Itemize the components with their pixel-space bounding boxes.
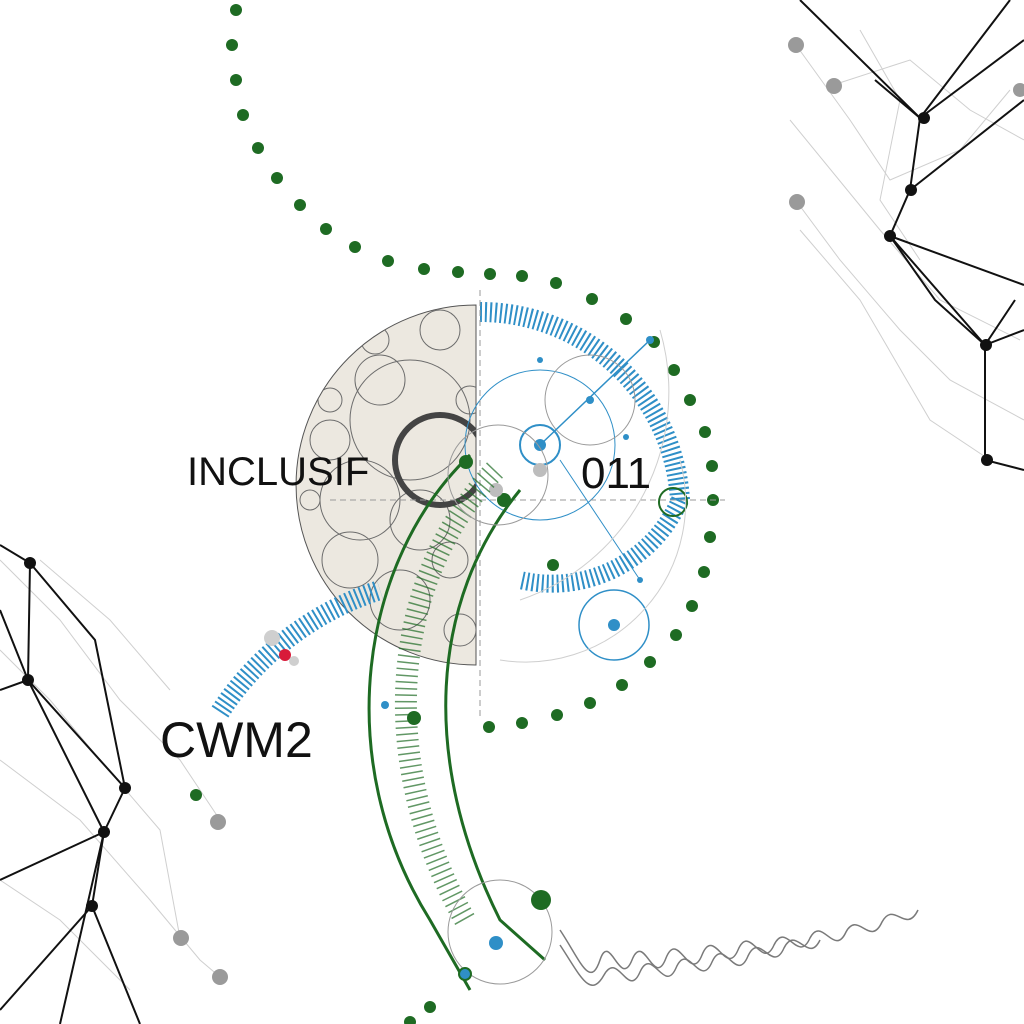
- curved-tube: [367, 424, 553, 991]
- coil-spring: [559, 909, 919, 986]
- ruler-arc-left: [211, 580, 384, 718]
- blueprint-dial: [330, 290, 725, 725]
- code-label: 011: [581, 449, 652, 498]
- network-graph-bottom-left: [0, 544, 228, 1024]
- cwm2-label: CWM2: [160, 712, 313, 768]
- dotted-spiral: [190, 4, 719, 1024]
- inclusif-label: INCLUSIF: [187, 450, 370, 494]
- network-graph-top-right: [788, 0, 1024, 471]
